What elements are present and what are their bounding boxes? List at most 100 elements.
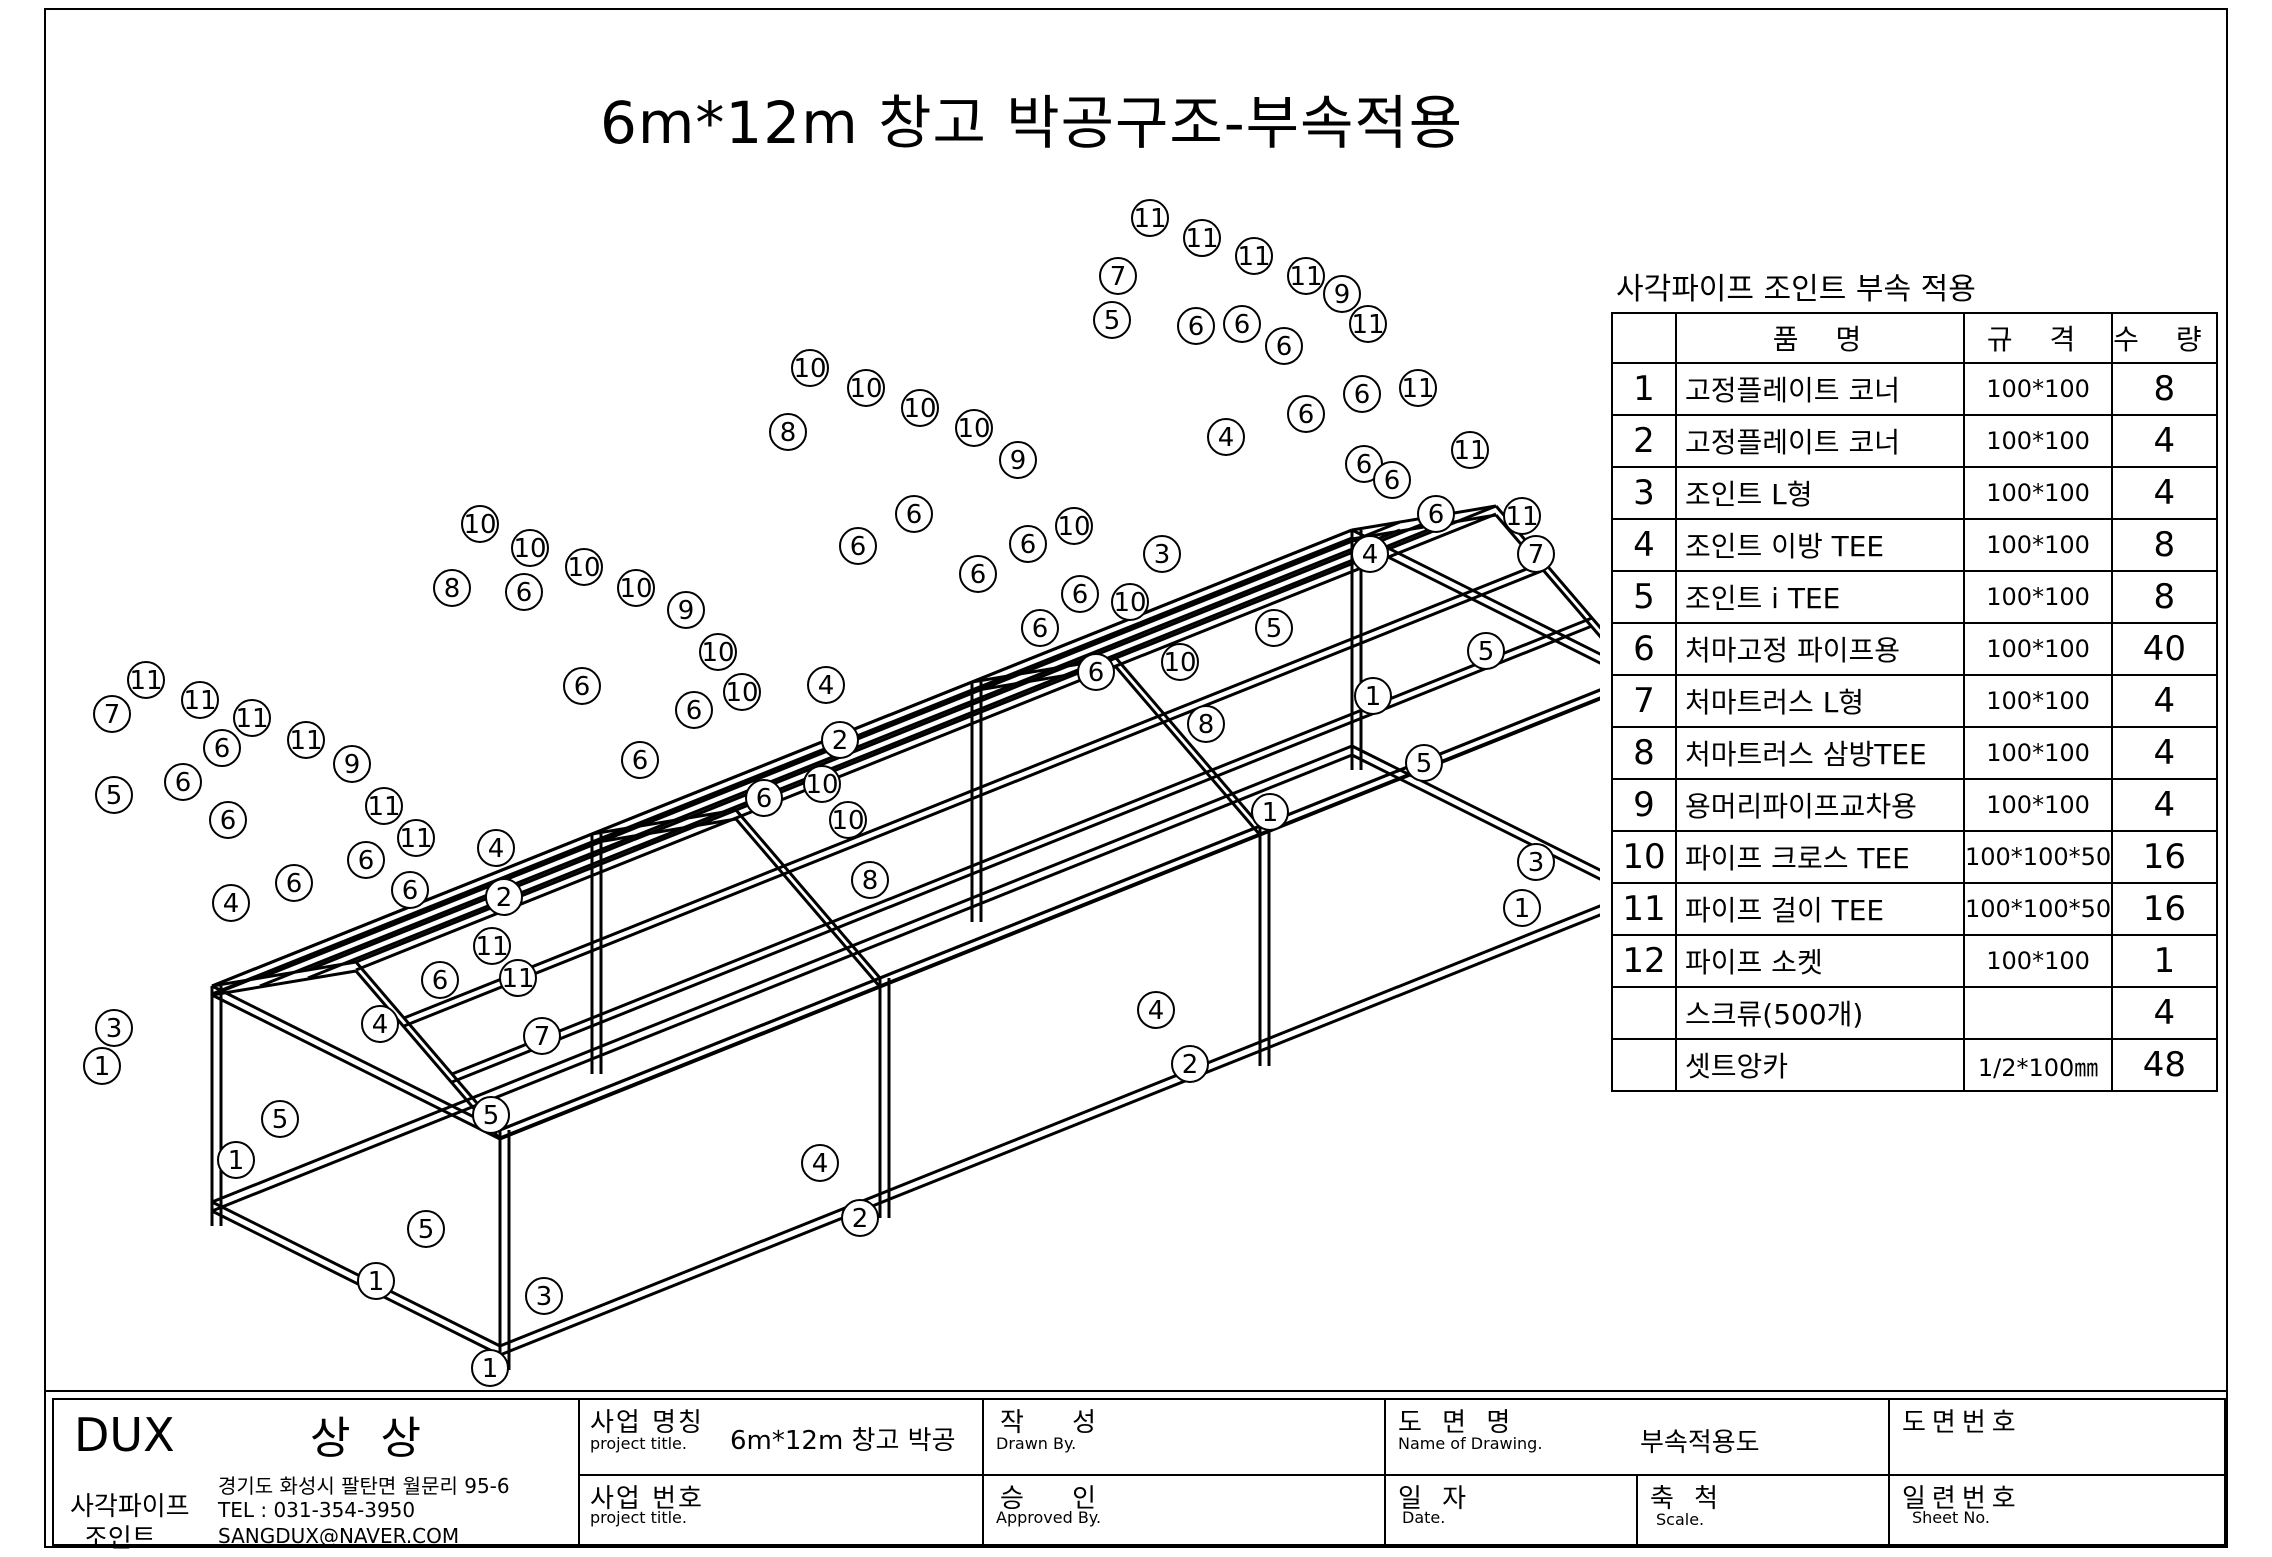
part-callout-number: 6 [1356, 450, 1373, 480]
frame-member [1114, 666, 1262, 836]
part-quantity: 8 [2111, 518, 2218, 572]
part-callout: 1 [83, 1047, 121, 1085]
part-callout-number: 6 [1088, 658, 1105, 688]
part-quantity: 48 [2111, 1038, 2218, 1092]
part-callout-number: 5 [1416, 749, 1433, 779]
part-callout-number: 4 [1362, 540, 1379, 570]
part-callout: 1 [1503, 889, 1541, 927]
frame-member [355, 512, 1497, 972]
frame-member [211, 969, 357, 997]
part-callout-number: 6 [1032, 614, 1049, 644]
frame-member [211, 1209, 501, 1357]
part-spec: 1/2*100㎜ [1962, 1038, 2114, 1092]
part-callout-number: 6 [1234, 310, 1251, 340]
drawing-name-sub: Name of Drawing. [1398, 1434, 1543, 1453]
brand-line-2: 조인트 [84, 1524, 156, 1554]
part-callout-number: 6 [906, 500, 923, 530]
frame-member [403, 560, 1545, 1020]
part-callout: 6 [1009, 525, 1047, 563]
part-callout-number: 6 [1298, 400, 1315, 430]
scale-label: 축 척 [1650, 1484, 1725, 1514]
drawing-title: 6m*12m 창고 박공구조-부속적용 [600, 89, 1464, 157]
part-quantity: 8 [2111, 362, 2218, 416]
frame-member [1351, 753, 1600, 881]
part-callout-number: 11 [1453, 436, 1486, 466]
part-callout: 11 [1503, 497, 1541, 535]
part-callout-number: 6 [175, 768, 192, 798]
part-name: 파이프 걸이 TEE [1675, 882, 1965, 936]
frame-member [259, 528, 1401, 988]
date-label: 일 자 [1398, 1484, 1473, 1514]
part-callout-number: 11 [183, 686, 216, 716]
part-callout-number: 3 [536, 1282, 553, 1312]
part-callout-number: 11 [1237, 242, 1270, 272]
part-spec: 100*100 [1962, 362, 2114, 416]
part-quantity: 4 [2111, 726, 2218, 780]
title-block-frame: DUX 상 상 사각파이프 조인트 경기도 화성시 팔탄면 월문리 95-6 T… [52, 1398, 2228, 1554]
part-name: 처마트러스 L형 [1675, 674, 1965, 728]
part-number: 10 [1611, 830, 1677, 884]
frame-member [734, 818, 882, 988]
part-callout: 6 [839, 527, 877, 565]
part-number: 1 [1611, 362, 1677, 416]
part-callout: 1 [217, 1141, 255, 1179]
part-callout: 3 [525, 1277, 563, 1315]
part-callout-number: 10 [463, 510, 496, 540]
part-callout: 10 [617, 569, 655, 607]
frame-member [1114, 657, 1262, 827]
project-name-sub: project title. [590, 1434, 687, 1453]
part-callout-number: 10 [903, 394, 936, 424]
part-callout: 8 [433, 569, 471, 607]
part-callout: 6 [1077, 653, 1115, 691]
part-callout: 6 [164, 763, 202, 801]
part-callout: 6 [1223, 305, 1261, 343]
part-callout: 5 [407, 1210, 445, 1248]
date-sub: Date. [1402, 1508, 1446, 1527]
part-callout: 4 [1351, 535, 1389, 573]
part-spec: 100*100 [1962, 778, 2114, 832]
part-quantity: 8 [2111, 570, 2218, 624]
part-callout-number: 6 [1354, 380, 1371, 410]
part-callout: 5 [472, 1096, 510, 1134]
part-callout: 10 [1055, 507, 1093, 545]
part-callout-number: 1 [94, 1052, 111, 1082]
project-number-label: 사업 번호 [590, 1484, 704, 1514]
frame-member [499, 696, 1600, 1140]
part-callout: 11 [473, 927, 511, 965]
part-callout: 11 [1235, 237, 1273, 275]
part-callout-number: 4 [812, 1149, 829, 1179]
frame-member [403, 568, 1545, 1028]
part-callout-number: 2 [832, 726, 849, 756]
part-callout: 11 [1349, 305, 1387, 343]
part-number: 9 [1611, 778, 1677, 832]
part-spec: 100*100 [1962, 518, 2114, 572]
project-name-value: 6m*12m 창고 박공 [730, 1426, 956, 1456]
part-callout: 1 [471, 1349, 509, 1387]
part-callout-number: 10 [1113, 588, 1146, 618]
part-callout-number: 10 [513, 534, 546, 564]
part-callout-number: 11 [501, 964, 534, 994]
part-callout: 6 [1373, 461, 1411, 499]
part-callout: 7 [1099, 257, 1137, 295]
part-callout-number: 6 [1384, 466, 1401, 496]
frame-member [499, 904, 1600, 1348]
part-callout-number: 1 [1514, 894, 1531, 924]
part-callout: 11 [287, 721, 325, 759]
part-callout-number: 5 [106, 781, 123, 811]
part-callout-number: 11 [399, 824, 432, 854]
frame-member [499, 688, 1600, 1132]
part-number: 8 [1611, 726, 1677, 780]
frame-member [211, 753, 1353, 1213]
part-number: 4 [1611, 518, 1677, 572]
part-callout: 6 [1345, 445, 1383, 483]
part-callout-number: 10 [619, 574, 652, 604]
part-callout-number: 6 [402, 876, 419, 906]
part-name: 스크류(500개) [1675, 986, 1965, 1040]
part-callout-number: 9 [1334, 280, 1351, 310]
approved-by-sub: Approved By. [996, 1508, 1102, 1527]
part-callout: 10 [461, 505, 499, 543]
part-callout-number: 3 [106, 1014, 123, 1044]
